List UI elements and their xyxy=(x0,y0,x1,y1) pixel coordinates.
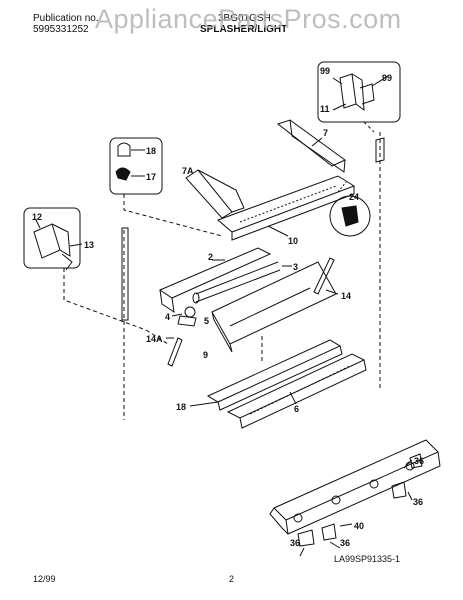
model-number: 3BG01GSH xyxy=(218,13,271,24)
callout-14a: 14A xyxy=(146,334,163,344)
section-title: SPLASHER/LIGHT xyxy=(200,24,288,35)
callout-7a: 7A xyxy=(182,166,194,176)
callout-36: 36 xyxy=(414,456,425,466)
publication-label: Publication no. xyxy=(33,13,99,24)
callout-3: 3 xyxy=(293,262,299,272)
callout-7: 7 xyxy=(323,128,329,138)
callout-12: 12 xyxy=(32,212,43,222)
callout-9: 9 xyxy=(203,350,209,360)
callout-13: 13 xyxy=(84,240,95,250)
socket-assembly-detail-box xyxy=(317,61,401,133)
callout-99: 99 xyxy=(382,73,393,83)
callout-18: 18 xyxy=(146,146,157,156)
callout-40: 40 xyxy=(354,521,365,531)
callout-5: 5 xyxy=(204,316,210,326)
drawing-code: LA99SP91335-1 xyxy=(334,554,401,564)
callout-36: 36 xyxy=(413,497,424,507)
callout-10: 10 xyxy=(288,236,299,246)
publication-number: 5995331252 xyxy=(33,24,89,35)
callout-14: 14 xyxy=(341,291,352,301)
switch-detail-box xyxy=(23,207,147,331)
callout-6: 6 xyxy=(294,404,300,414)
callout-18-lower: 18 xyxy=(176,402,187,412)
callout-4: 4 xyxy=(165,312,171,322)
callout-36: 36 xyxy=(340,538,351,548)
page-number: 2 xyxy=(229,574,235,584)
bulb-detail-box xyxy=(109,137,223,237)
callout-36: 36 xyxy=(290,538,301,548)
callout-17: 17 xyxy=(146,172,157,182)
watermark: AppliancePartsPros.com xyxy=(95,4,402,34)
callout-24: 24 xyxy=(349,192,360,202)
callout-11: 11 xyxy=(320,104,330,114)
callout-2: 2 xyxy=(208,252,214,262)
footer-date: 12/99 xyxy=(33,574,56,584)
callout-99: 99 xyxy=(320,66,331,76)
